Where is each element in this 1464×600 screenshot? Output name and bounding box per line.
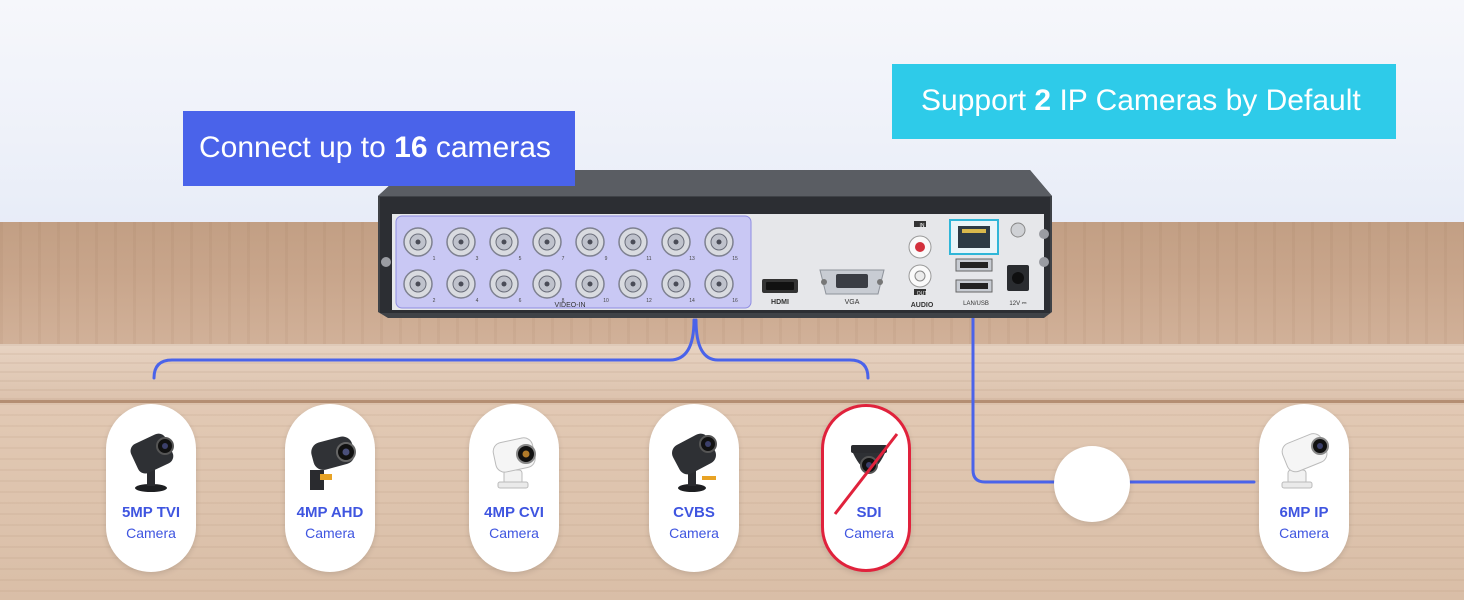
camera-name: 4MP AHD — [296, 504, 364, 521]
callout-right-suffix: IP Cameras by Default — [1051, 84, 1361, 117]
camera-name: 4MP CVI — [484, 504, 544, 521]
bnc-connectors — [403, 227, 734, 299]
prohibited-slash-icon — [833, 433, 899, 515]
camera-card-cvbs: CVBS Camera — [649, 404, 739, 572]
shelf-edge — [0, 344, 1464, 402]
bnc-port-number: 12 — [646, 298, 652, 304]
audio-out-label: OUT — [917, 291, 928, 297]
bnc-port-number: 15 — [732, 256, 738, 262]
bnc-port-number: 9 — [605, 256, 608, 262]
bnc-port-pin — [630, 239, 636, 245]
bnc-port-pin — [415, 239, 421, 245]
bnc-port-number: 1 — [433, 256, 436, 262]
vga-label: VGA — [845, 299, 860, 306]
bnc-port-number: 4 — [476, 298, 479, 304]
camera-label: Camera — [669, 525, 719, 541]
camera-card-4mp-ahd: 4MP AHD Camera — [285, 404, 375, 572]
bullet-camera-icon — [310, 436, 356, 490]
bnc-port-number: 11 — [646, 256, 651, 262]
bnc-port-number: 10 — [603, 298, 609, 304]
bullet-camera-icon — [672, 433, 717, 492]
lan-usb-label: LAN/USB — [963, 301, 989, 307]
callout-connect-cameras: Connect up to 16 cameras — [183, 111, 575, 186]
camera-label: Camera — [844, 525, 894, 541]
camera-label: Camera — [305, 525, 355, 541]
camera-name: 6MP IP — [1279, 504, 1329, 521]
router-card — [1054, 446, 1130, 522]
camera-label: Camera — [489, 525, 539, 541]
dome-camera-icon — [851, 445, 887, 474]
bnc-port-number: 3 — [476, 256, 479, 262]
bnc-port-pin — [673, 281, 679, 287]
hdmi-label: HDMI — [771, 299, 789, 306]
camera-name: CVBS — [673, 504, 715, 521]
bracket-right-line — [694, 318, 870, 380]
bnc-port-pin — [458, 281, 464, 287]
audio-in-label: IN — [920, 223, 925, 229]
camera-card-5mp-tvi: 5MP TVI Camera — [106, 404, 196, 572]
camera-card-sdi-unsupported: SDI Camera — [821, 404, 911, 572]
callout-right-prefix: Support — [921, 84, 1035, 117]
bnc-port-pin — [673, 239, 679, 245]
bnc-port-pin — [716, 281, 722, 287]
bnc-port-number: 13 — [689, 256, 695, 262]
video-in-label: VIDEO-IN — [554, 302, 585, 309]
bracket-left-line — [152, 318, 696, 380]
bnc-port-number: 16 — [732, 298, 738, 304]
camera-card-6mp-ip: 6MP IP Camera — [1259, 404, 1349, 572]
camera-name: 5MP TVI — [121, 504, 181, 521]
bnc-port-number: 7 — [562, 256, 565, 262]
callout-ip-cameras: Support 2 IP Cameras by Default — [892, 64, 1396, 139]
lan-to-router-line — [971, 238, 1062, 484]
bullet-camera-icon — [1281, 433, 1329, 489]
camera-label: Camera — [1279, 525, 1329, 541]
camera-label: Camera — [126, 525, 176, 541]
bnc-port-number: 6 — [519, 298, 522, 304]
bnc-port-number: 8 — [562, 298, 565, 304]
bullet-camera-icon — [130, 433, 174, 492]
shelf-divider — [0, 400, 1464, 403]
audio-label: AUDIO — [911, 302, 934, 309]
callout-right-count: 2 — [1034, 84, 1052, 117]
video-in-highlight — [395, 215, 752, 309]
ground-screw — [1010, 222, 1026, 238]
bnc-port-pin — [587, 281, 593, 287]
camera-card-4mp-cvi: 4MP CVI Camera — [469, 404, 559, 572]
callout-left-suffix: cameras — [427, 131, 551, 164]
bnc-port-pin — [458, 239, 464, 245]
bnc-port-pin — [501, 239, 507, 245]
callout-left-prefix: Connect up to — [199, 131, 395, 164]
bnc-port-pin — [415, 281, 421, 287]
bnc-port-number: 14 — [689, 298, 695, 304]
bnc-port-number: 5 — [519, 256, 522, 262]
bnc-port-pin — [544, 239, 550, 245]
bnc-port-pin — [630, 281, 636, 287]
camera-name: SDI — [856, 504, 882, 521]
bnc-port-pin — [587, 239, 593, 245]
bnc-port-pin — [716, 239, 722, 245]
bnc-port-pin — [501, 281, 507, 287]
callout-left-count: 16 — [394, 131, 428, 164]
bnc-port-number: 2 — [433, 298, 436, 304]
connector-lines — [152, 238, 1256, 484]
bnc-port-pin — [544, 281, 550, 287]
power-label: 12V ⎓ — [1009, 301, 1026, 307]
bullet-camera-icon — [492, 437, 536, 489]
